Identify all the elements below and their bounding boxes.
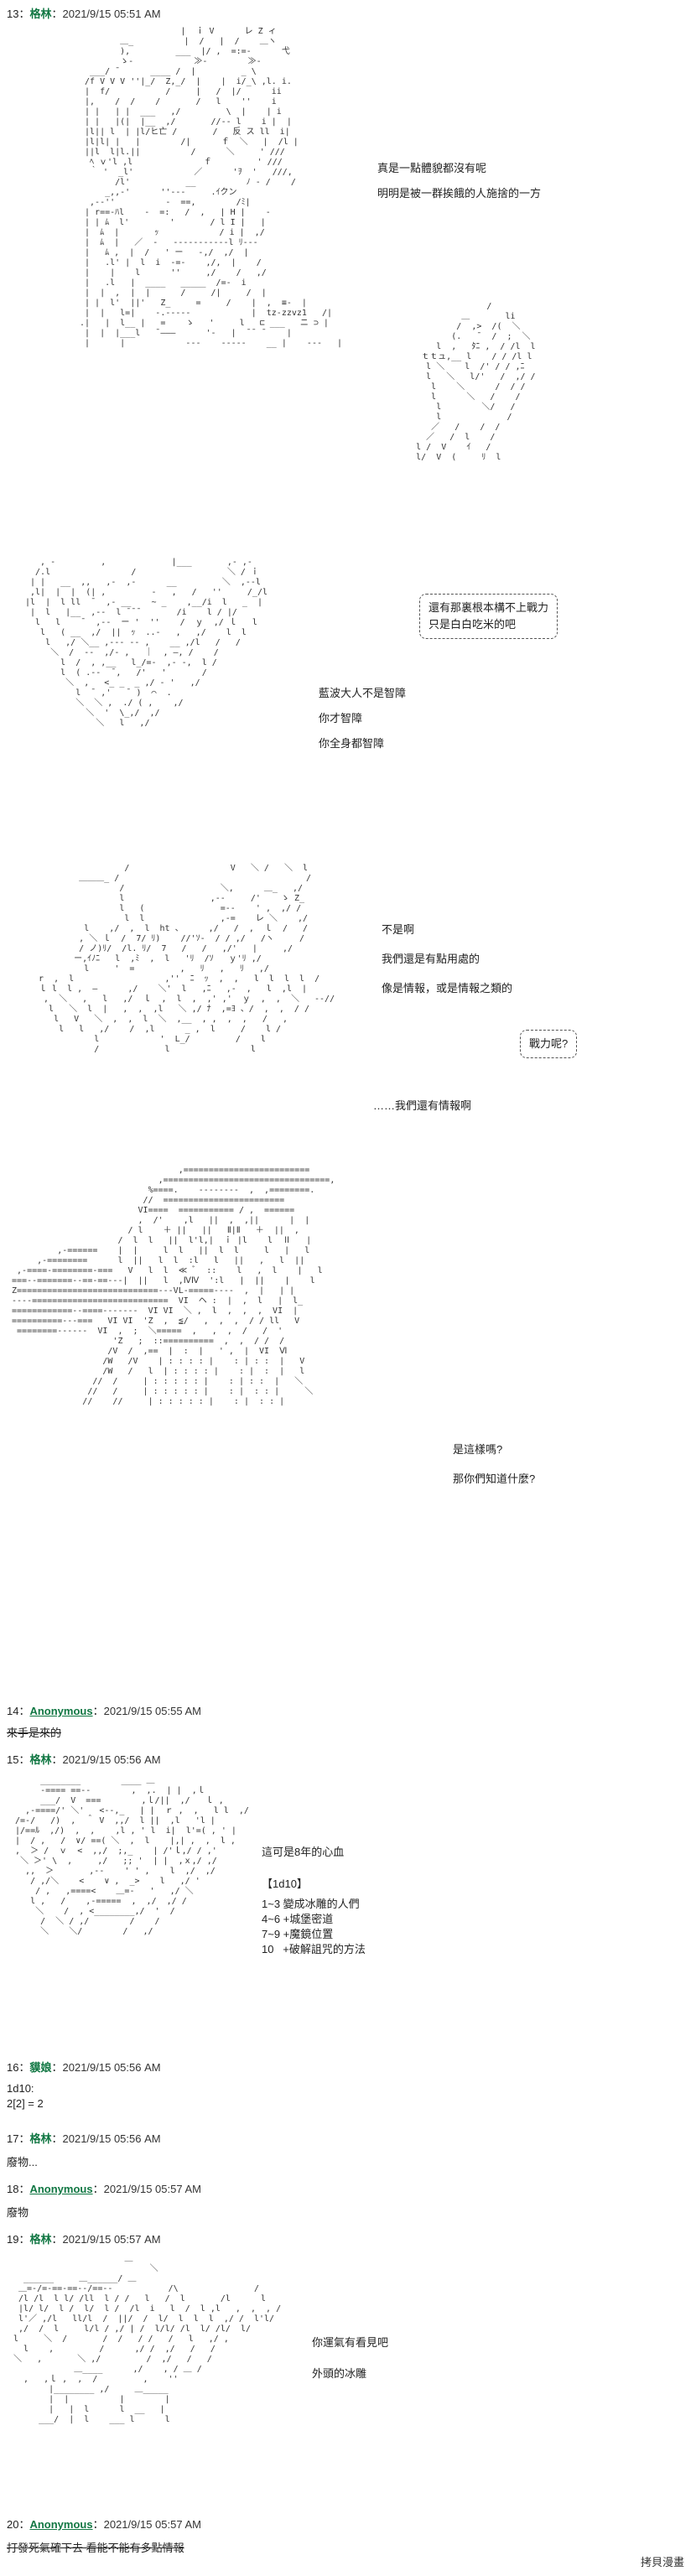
- dice-option: 10 +破解詛咒的方法: [262, 1943, 366, 1955]
- dialogue-line: 外頭的冰雕: [312, 2367, 367, 2380]
- post-header-14: 14：Anonymous：2021/9/15 05:55 AM: [7, 1705, 201, 1717]
- dialogue-line: 不是啊: [382, 923, 415, 936]
- poster-name[interactable]: Anonymous: [29, 1705, 93, 1717]
- dialogue-line: 這可是8年的心血: [262, 1846, 345, 1858]
- post-header-19: 19：格林：2021/9/15 05:57 AM: [7, 2233, 161, 2246]
- dialogue-line: 藍波大人不是智障: [319, 687, 407, 699]
- post-number: 19：: [7, 2233, 30, 2246]
- dialogue-line: 你才智障: [319, 712, 363, 724]
- dialogue-line: 明明是被一群挨餓的人施捨的一方: [377, 187, 542, 200]
- post-number: 18：: [7, 2183, 30, 2195]
- ascii-art-character: | ｉ V レ Z ィ ＿_ | / | / ＿ヽ ), ___ |/ , =:…: [80, 27, 343, 348]
- dice-option: 1~3 變成冰雕的人們: [262, 1898, 360, 1910]
- dialogue-line: 真是一點體貌都沒有呢: [377, 162, 487, 174]
- ascii-art-hand: / ＿ li / ,> /( ＼ (. ̄ / ; ＼ l , ﾀﾆ , / /…: [416, 302, 536, 462]
- post-body: 打發死氣確下去 看能不能有多點情報: [7, 2542, 184, 2554]
- poster-name[interactable]: Anonymous: [29, 2518, 93, 2531]
- dialogue-line: 那你們知道什麼?: [453, 1472, 536, 1485]
- ascii-art-character-4: ,========================= ,============…: [12, 1166, 335, 1406]
- dialogue-line: 你全身都智障: [319, 737, 385, 750]
- post-date: 2021/9/15 05:57 AM: [103, 2183, 201, 2195]
- dialogue-line: ……我們還有情報啊: [373, 1099, 472, 1112]
- poster-name[interactable]: 格林: [29, 2132, 52, 2145]
- post-body: 來手是來的: [7, 1727, 62, 1739]
- post-header-13: 13：格林：2021/9/15 05:51 AM: [7, 8, 161, 20]
- post-number: 20：: [7, 2518, 30, 2531]
- ascii-art-character-6: ＿ ＼ ______ ＿______/ ＿ ＿=-/=-==-==--/==--…: [13, 2254, 282, 2424]
- post-number: 14：: [7, 1705, 30, 1717]
- dialogue-line: 是這樣嗎?: [453, 1443, 503, 1456]
- bubble-line: 還有那裏根本構不上戰力: [429, 601, 549, 614]
- poster-name[interactable]: 格林: [29, 2233, 52, 2246]
- dialogue-line: 你運氣有看見吧: [312, 2336, 389, 2349]
- post-header-16: 16：貘娘：2021/9/15 05:56 AM: [7, 2061, 161, 2074]
- post-number: 13：: [7, 8, 30, 20]
- post-header-15: 15：格林：2021/9/15 05:56 AM: [7, 1753, 161, 1766]
- dice-option: 7~9 +魔鏡位置: [262, 1928, 334, 1940]
- post-date: 2021/9/15 05:51 AM: [62, 8, 161, 20]
- post-header-18: 18：Anonymous：2021/9/15 05:57 AM: [7, 2183, 201, 2195]
- speech-bubble: 還有那裏根本構不上戰力 只是白白吃米的吧: [419, 594, 558, 639]
- dialogue-line: 我們還是有點用處的: [382, 953, 480, 965]
- dice-title: 【1d10】: [262, 1877, 308, 1890]
- poster-name[interactable]: 格林: [29, 1753, 52, 1766]
- post-date: 2021/9/15 05:57 AM: [62, 2233, 161, 2246]
- post-number: 17：: [7, 2132, 30, 2145]
- post-number: 15：: [7, 1753, 30, 1766]
- dice-result: 1d10: 2[2] = 2: [7, 2082, 44, 2110]
- post-date: 2021/9/15 05:56 AM: [62, 2061, 161, 2074]
- post-header-17: 17：格林：2021/9/15 05:56 AM: [7, 2132, 161, 2145]
- post-date: 2021/9/15 05:57 AM: [103, 2518, 201, 2531]
- post-header-20: 20：Anonymous：2021/9/15 05:57 AM: [7, 2518, 201, 2531]
- post-number: 16：: [7, 2061, 30, 2074]
- poster-name[interactable]: 格林: [29, 8, 52, 20]
- bubble-line: 只是白白吃米的吧: [429, 618, 517, 631]
- post-date: 2021/9/15 05:55 AM: [103, 1705, 201, 1717]
- post-date: 2021/9/15 05:56 AM: [62, 1753, 161, 1766]
- speech-bubble: 戰力呢?: [520, 1030, 578, 1058]
- site-watermark: 拷貝漫畫: [640, 2556, 684, 2568]
- post-body: 廢物: [7, 2206, 29, 2219]
- ascii-art-character-2: , - , |___ ,- ,- /.l / ＼ / ｉ | | __ ,, ,…: [25, 558, 267, 728]
- ascii-art-character-5: ________ ____ ＿ -==== ==-- , ,. | | ,ｌ _…: [15, 1776, 249, 1936]
- poster-name[interactable]: 貘娘: [29, 2061, 52, 2074]
- bubble-line: 戰力呢?: [529, 1037, 569, 1050]
- post-body: 廢物...: [7, 2156, 38, 2168]
- ascii-art-character-3: / V ＼ / ＼ l ＿＿＿_ / / / ＼, ＿_ ,/ l ,-‐ /'…: [39, 864, 335, 1054]
- dice-option: 4~6 +城堡密道: [262, 1913, 334, 1925]
- post-date: 2021/9/15 05:56 AM: [62, 2132, 161, 2145]
- dialogue-line: 像是情報，或是情報之類的: [382, 982, 513, 995]
- poster-name[interactable]: Anonymous: [29, 2183, 93, 2195]
